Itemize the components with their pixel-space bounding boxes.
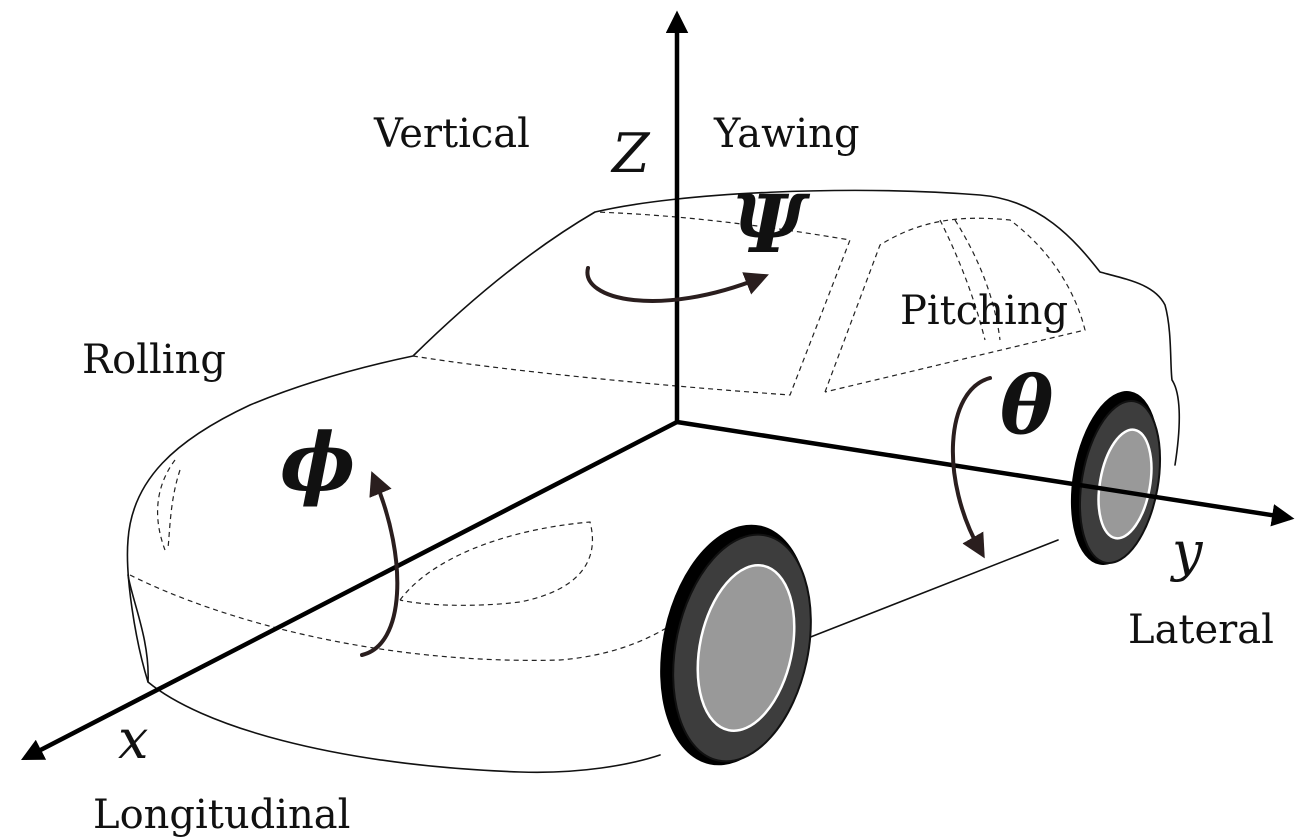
door-pillar-line xyxy=(939,219,1001,341)
y-axis xyxy=(676,419,1295,527)
roll-angle-symbol: ϕ xyxy=(280,415,355,509)
windshield-line xyxy=(412,211,851,396)
pitching-label: Pitching xyxy=(900,288,1068,334)
yawing-label: Yawing xyxy=(713,111,860,157)
rear-window-line xyxy=(824,217,1086,393)
front-wheel xyxy=(660,524,812,766)
front-bumper-line xyxy=(399,521,594,606)
car-body xyxy=(126,189,1181,774)
rear-wheel xyxy=(1070,391,1162,565)
yaw-angle-symbol: Ψ xyxy=(732,177,811,271)
roll-rotation-arrow xyxy=(360,471,400,657)
z-axis-label: Z xyxy=(610,122,651,185)
x-axis xyxy=(20,419,679,761)
hood-line xyxy=(127,574,149,683)
pitch-rotation-arrow xyxy=(950,376,992,559)
headlight-line xyxy=(157,459,181,551)
vertical-label: Vertical xyxy=(373,111,530,157)
car-outline xyxy=(126,189,1181,774)
rolling-label: Rolling xyxy=(82,337,226,383)
y-axis-label: y xyxy=(1170,520,1204,583)
pitch-angle-symbol: θ xyxy=(1000,358,1054,452)
side-crease-line xyxy=(129,574,691,661)
lateral-label: Lateral xyxy=(1128,607,1274,653)
longitudinal-label: Longitudinal xyxy=(93,792,350,838)
yaw-rotation-arrow xyxy=(585,266,769,303)
x-axis-label: x xyxy=(118,708,148,771)
